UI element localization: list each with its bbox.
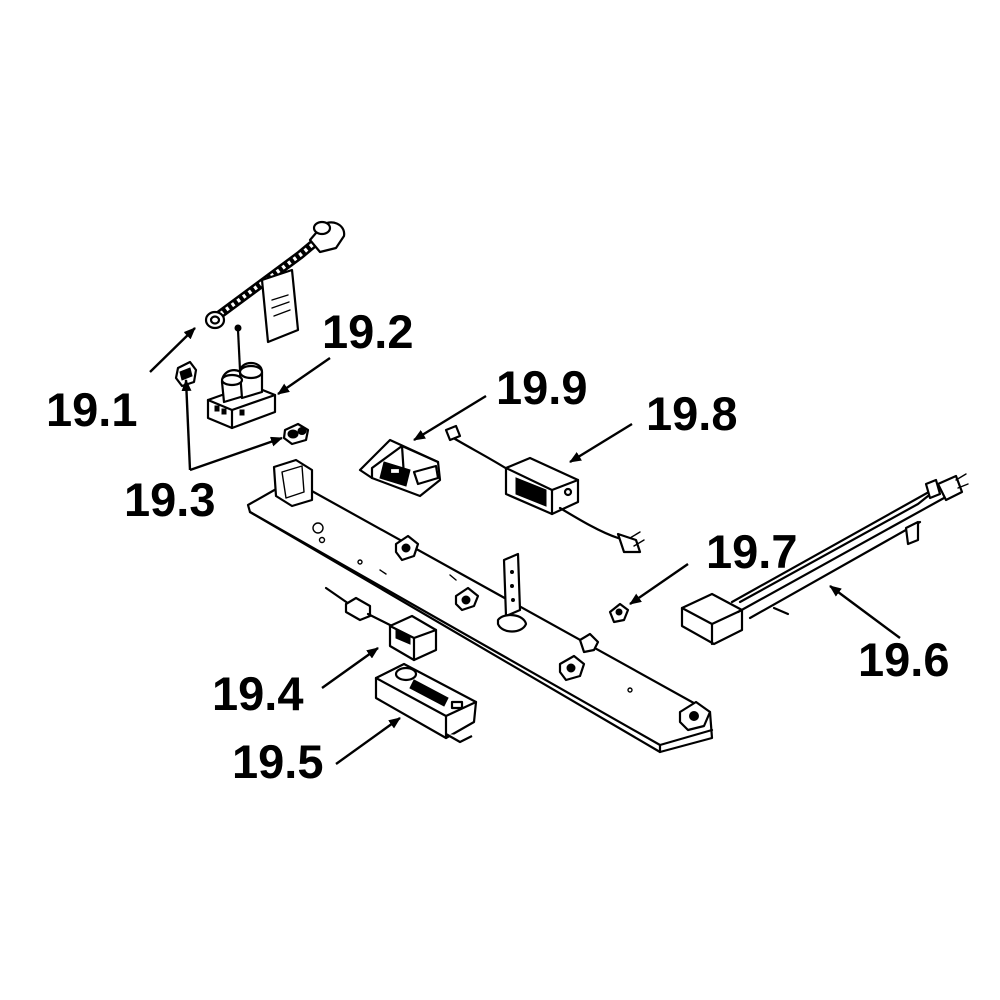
part-19-6-wire-harness xyxy=(680,473,969,646)
leader-19-3a xyxy=(181,379,192,471)
leader-arrows xyxy=(149,327,901,765)
callout-19-7: 19.7 xyxy=(706,525,798,578)
callout-19-8: 19.8 xyxy=(646,387,738,440)
part-19-7-clip xyxy=(608,602,630,624)
part-mounting-rail xyxy=(246,458,714,754)
part-19-9-control-module xyxy=(358,438,442,498)
part-19-4-transformer xyxy=(324,586,438,662)
callout-19-2: 19.2 xyxy=(322,305,414,358)
part-19-5-junction-box xyxy=(374,662,478,744)
callout-19-6: 19.6 xyxy=(858,633,950,686)
callout-19-4: 19.4 xyxy=(212,667,304,720)
callout-19-5: 19.5 xyxy=(232,735,324,788)
leader-19-5 xyxy=(335,717,401,765)
part-19-8-spark-module xyxy=(444,424,645,554)
callout-19-3: 19.3 xyxy=(124,473,216,526)
leader-19-2 xyxy=(277,357,331,395)
callout-19-1: 19.1 xyxy=(46,383,138,436)
callout-19-9: 19.9 xyxy=(496,361,588,414)
leader-19-6 xyxy=(829,585,901,639)
leader-19-3b xyxy=(189,436,283,472)
part-19-2-gas-valve xyxy=(206,361,277,430)
leader-19-1 xyxy=(149,327,196,373)
part-19-1-gas-hose xyxy=(204,220,346,372)
leader-19-4 xyxy=(321,647,379,689)
leader-19-9 xyxy=(413,394,487,442)
leader-19-8 xyxy=(569,422,633,464)
leader-19-7 xyxy=(629,563,689,605)
